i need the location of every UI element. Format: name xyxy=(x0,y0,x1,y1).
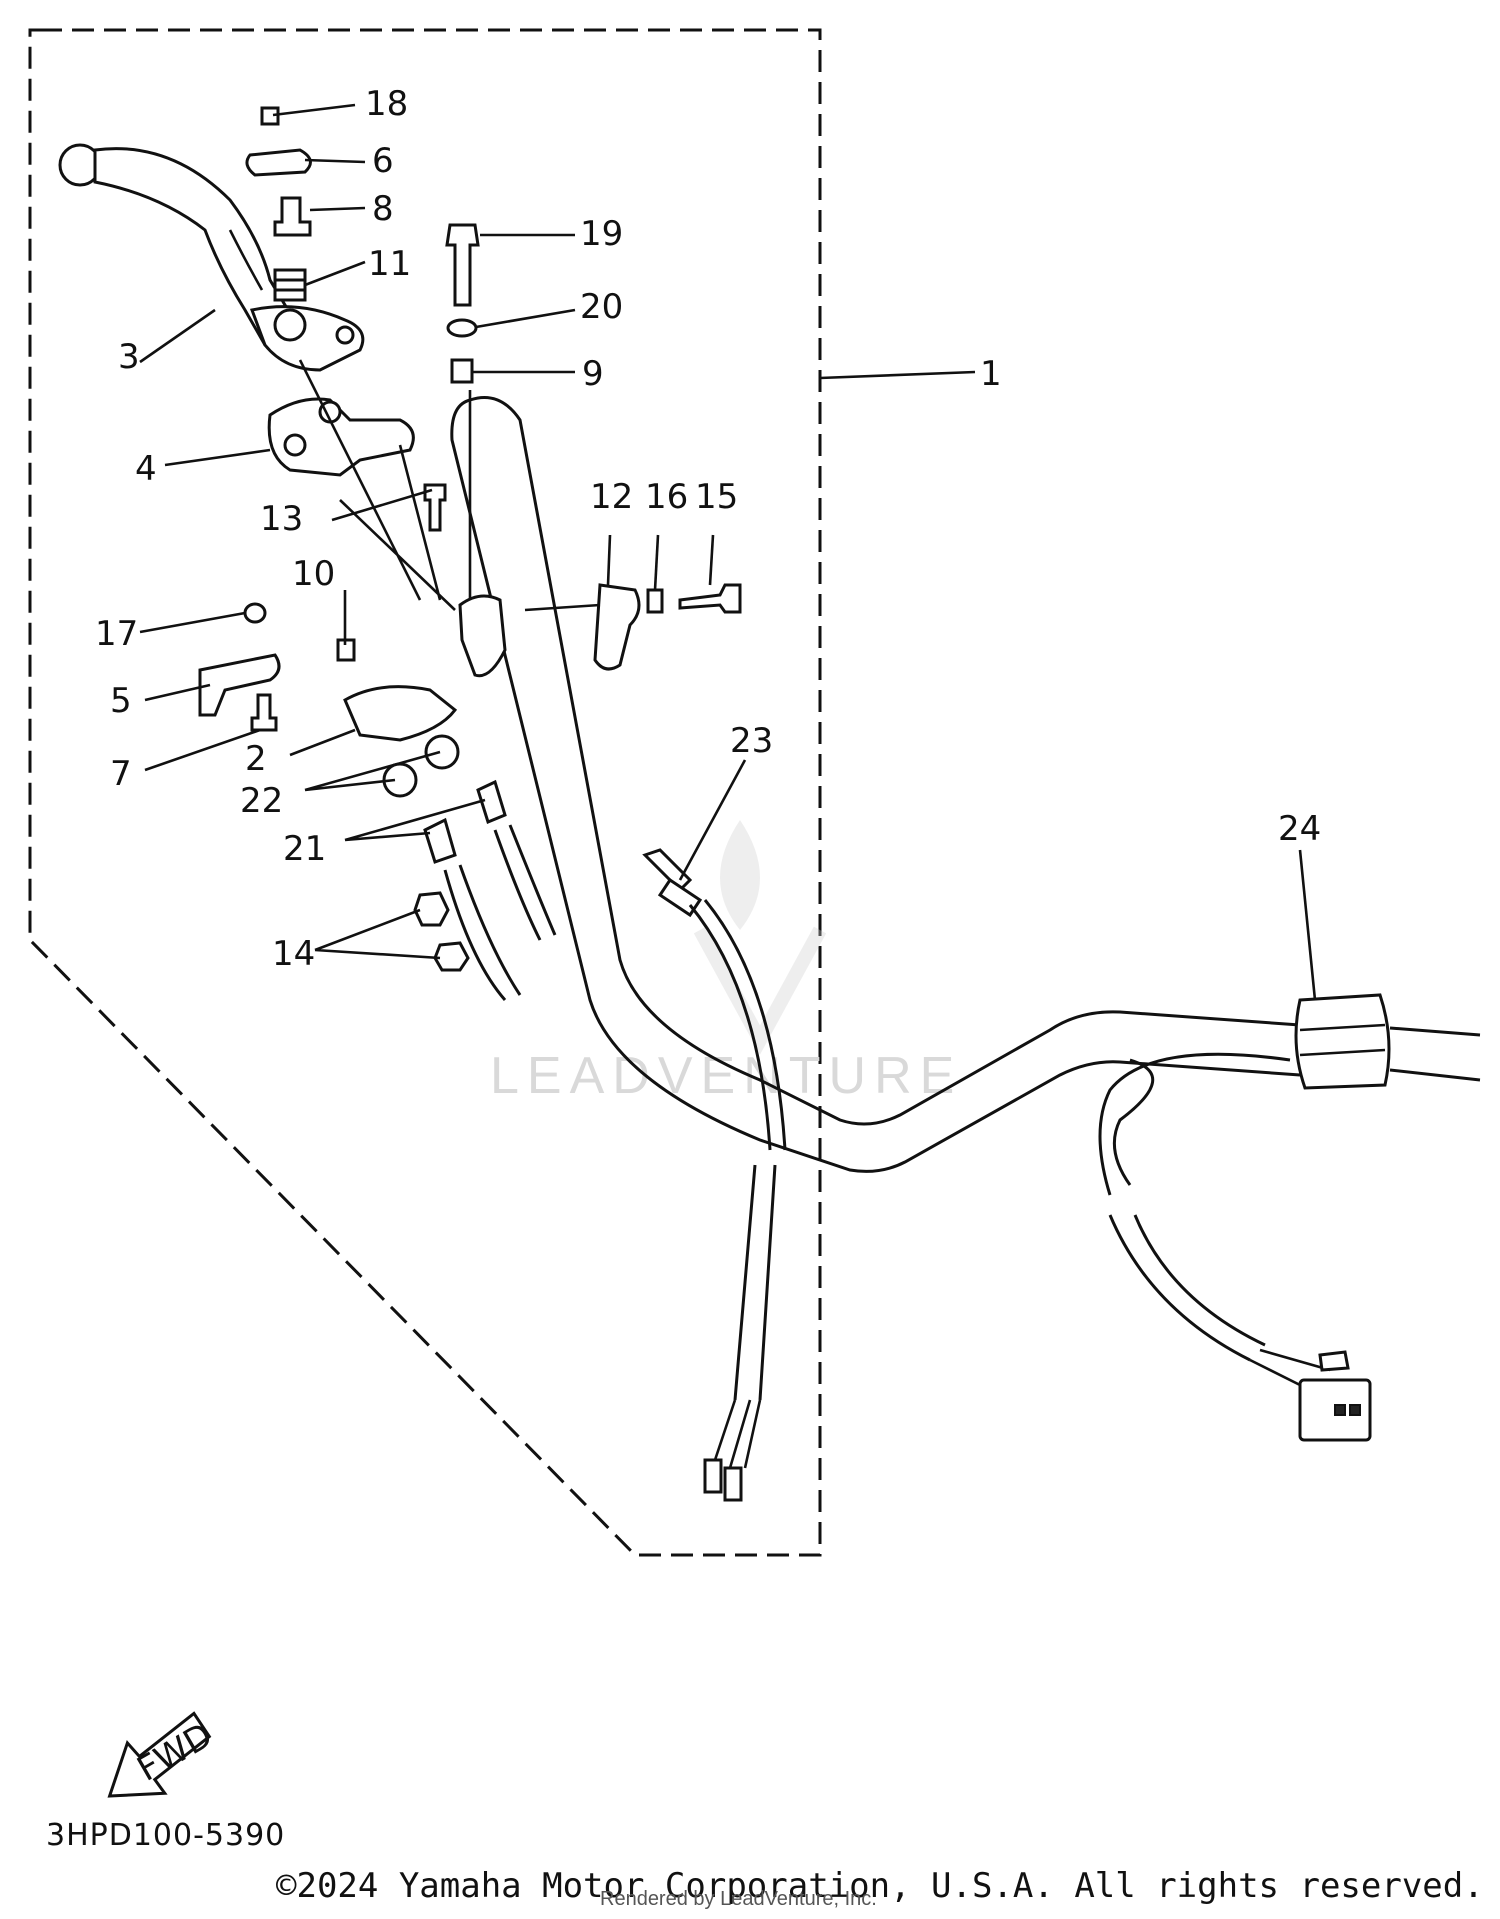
cable-adjuster xyxy=(343,685,458,742)
callout-21: 21 xyxy=(283,829,326,869)
callout-4: 4 xyxy=(135,449,157,489)
callout-7: 7 xyxy=(110,754,132,794)
callout-22: 22 xyxy=(240,781,283,821)
switch-lever-5 xyxy=(198,653,281,717)
spring-11 xyxy=(273,268,307,302)
callout-5: 5 xyxy=(110,681,132,721)
callout-3: 3 xyxy=(118,337,140,377)
callout-20: 20 xyxy=(580,287,623,327)
callout-2: 2 xyxy=(245,739,267,779)
callout-9: 9 xyxy=(582,354,604,394)
callout-24: 24 xyxy=(1278,809,1321,849)
nut-14b xyxy=(433,941,470,972)
washer-20 xyxy=(446,318,478,338)
callout-11: 11 xyxy=(368,244,411,284)
bolt-19 xyxy=(445,223,480,307)
callout-1: 1 xyxy=(980,354,1002,394)
washer-17 xyxy=(243,602,267,624)
callout-17: 17 xyxy=(95,614,138,654)
bolt-13 xyxy=(423,483,447,532)
callout-19: 19 xyxy=(580,214,623,254)
switch-body xyxy=(458,594,507,678)
callout-23: 23 xyxy=(730,721,773,761)
lever-holder xyxy=(267,397,415,477)
switch-cable-23 xyxy=(642,848,787,1502)
fwd-arrow-icon: FWD xyxy=(107,1711,219,1798)
leader-lines xyxy=(139,103,1317,1001)
nut-14a xyxy=(413,891,450,927)
washer-16 xyxy=(646,588,664,614)
bolt-15 xyxy=(678,583,742,614)
pin-8 xyxy=(273,196,312,237)
watermark-logo xyxy=(693,820,827,1055)
callout-labels: 18 6 8 11 3 4 1 19 20 9 13 10 12 16 15 1… xyxy=(95,84,1321,974)
watermark-text: LEADVENTURE xyxy=(490,1047,962,1105)
plate-6 xyxy=(245,148,312,177)
pin-7 xyxy=(250,693,278,732)
grommet-22b xyxy=(424,734,460,770)
clamp-12 xyxy=(593,583,641,671)
callout-14: 14 xyxy=(272,934,315,974)
cable-left xyxy=(443,864,522,1001)
right-switch-assembly xyxy=(1098,993,1391,1442)
adjuster-21b xyxy=(476,779,507,825)
diagram-code: 3HPD100-5390 xyxy=(46,1818,286,1853)
adjuster-21a xyxy=(423,817,457,864)
cable-right xyxy=(493,824,557,941)
callout-12: 12 xyxy=(590,477,633,517)
callout-10: 10 xyxy=(292,554,335,594)
bushing-9 xyxy=(450,358,474,384)
assembly-boundary xyxy=(28,28,822,1557)
rendered-by-notice: Rendered by LeadVenture, Inc. xyxy=(600,1888,877,1910)
copyright-notice: ©2024 Yamaha Motor Corporation, U.S.A. A… xyxy=(276,1866,1484,1906)
callout-13: 13 xyxy=(260,499,303,539)
callout-6: 6 xyxy=(372,141,394,181)
screw-18 xyxy=(260,106,280,126)
callout-15: 15 xyxy=(695,477,738,517)
handlebar xyxy=(450,396,1481,1173)
callout-8: 8 xyxy=(372,189,394,229)
callout-18: 18 xyxy=(365,84,408,124)
callout-16: 16 xyxy=(645,477,688,517)
